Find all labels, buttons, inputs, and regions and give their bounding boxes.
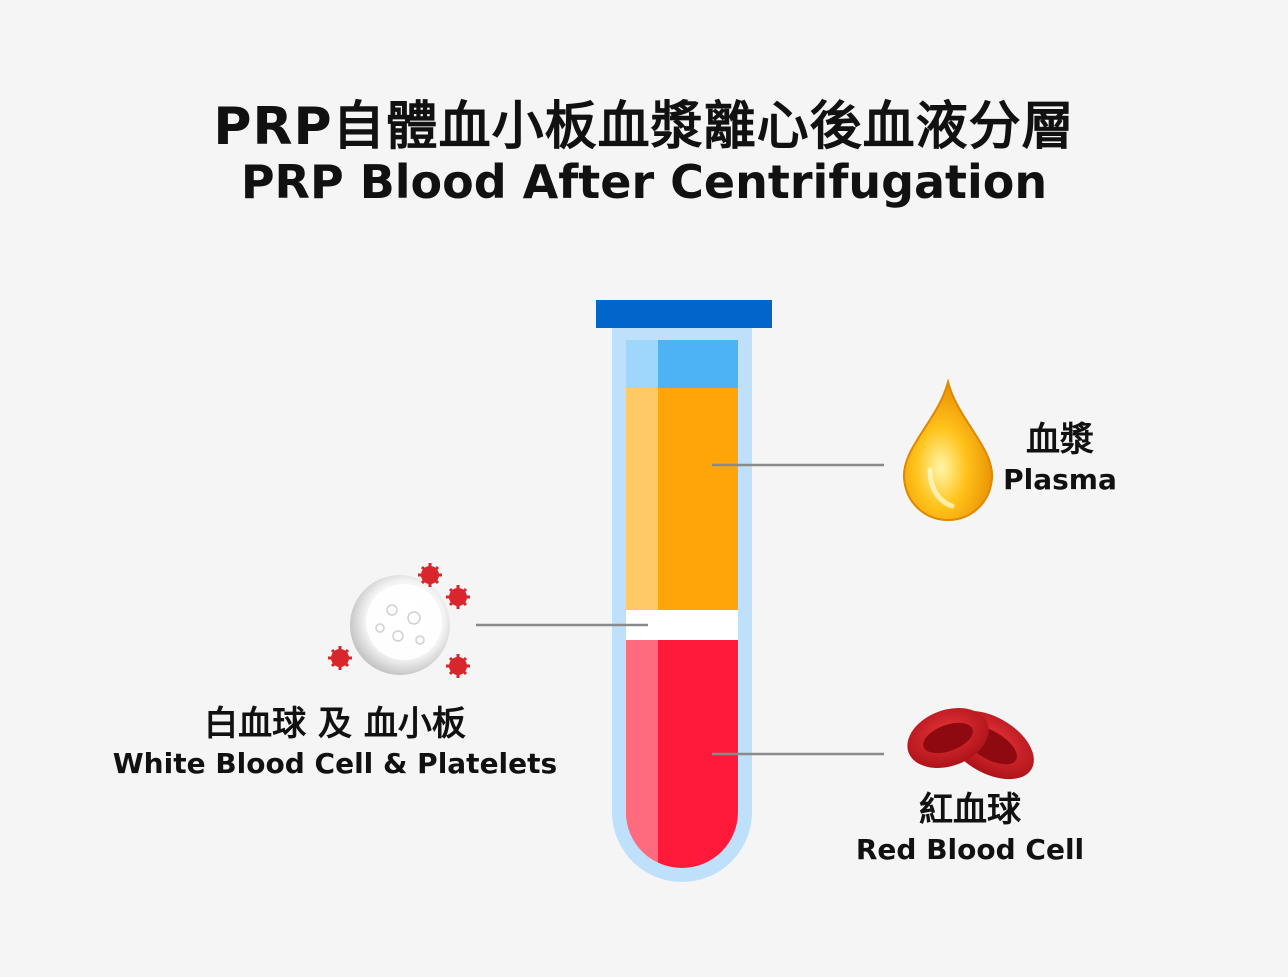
white-cell-platelet-label: 白血球 及 血小板 White Blood Cell & Platelets [110,702,560,782]
white-cell-platelet-label-zh: 白血球 及 血小板 [204,704,466,744]
title-chinese: PRP自體血小板血漿離心後血液分層 [213,97,1075,157]
red-cell-label-en: Red Blood Cell [855,833,1085,866]
platelet-icon [418,563,442,587]
red-blood-cells-icon [907,708,1034,780]
plasma-label: 血漿 Plasma [990,418,1130,498]
oil-drop-icon [902,378,994,522]
title-english: PRP Blood After Centrifugation [240,155,1048,209]
platelet-icon [446,585,470,609]
plasma-label-en: Plasma [1003,463,1117,496]
white-blood-cell-icon [350,575,450,675]
platelet-icons [328,563,470,678]
test-tube [596,300,772,882]
red-cell-label-zh: 紅血球 [919,790,1021,830]
platelet-icon [328,646,352,670]
platelet-icon [446,654,470,678]
plasma-label-zh: 血漿 [1026,420,1094,460]
red-cell-label: 紅血球 Red Blood Cell [850,788,1090,868]
white-cell-platelet-label-en: White Blood Cell & Platelets [112,747,558,780]
tube-cap [596,300,772,328]
